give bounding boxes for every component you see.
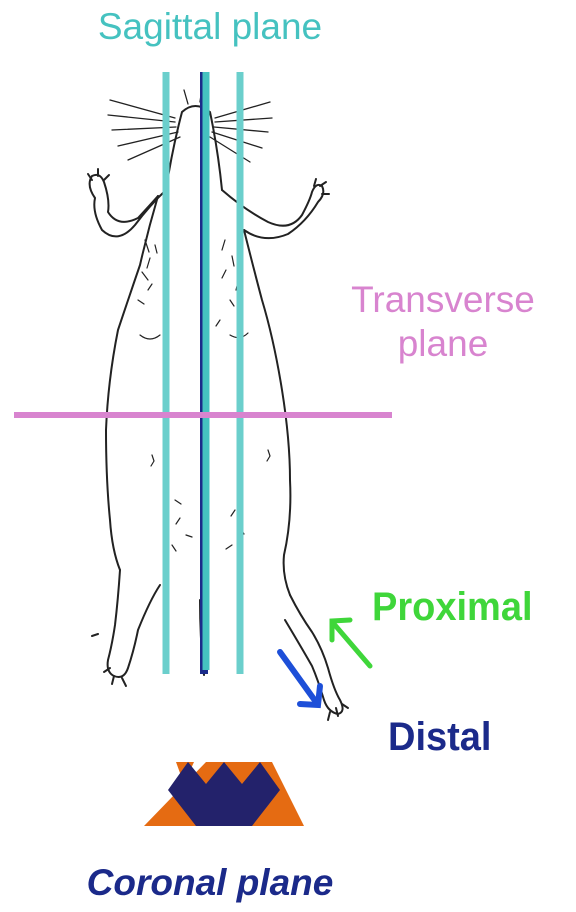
coronal-plane-symbol: [144, 762, 304, 826]
proximal-label: Proximal: [372, 585, 533, 630]
coronal-plane-label: Coronal plane: [0, 862, 420, 904]
head-outline: [166, 106, 222, 190]
distal-arrow-icon: [280, 652, 320, 705]
transverse-label-line1: Transverse: [318, 278, 568, 322]
transverse-label-line2: plane: [318, 322, 568, 366]
left-hindlimb: [108, 570, 160, 677]
sagittal-planes: [166, 72, 240, 674]
whiskers: [108, 88, 272, 162]
body-left-side: [106, 196, 158, 570]
proximal-arrow-icon: [332, 620, 370, 666]
transverse-plane-label: Transverse plane: [318, 278, 568, 366]
distal-label: Distal: [388, 715, 491, 760]
rat-outline-drawing: [88, 88, 348, 720]
sagittal-plane-label: Sagittal plane: [0, 6, 420, 48]
